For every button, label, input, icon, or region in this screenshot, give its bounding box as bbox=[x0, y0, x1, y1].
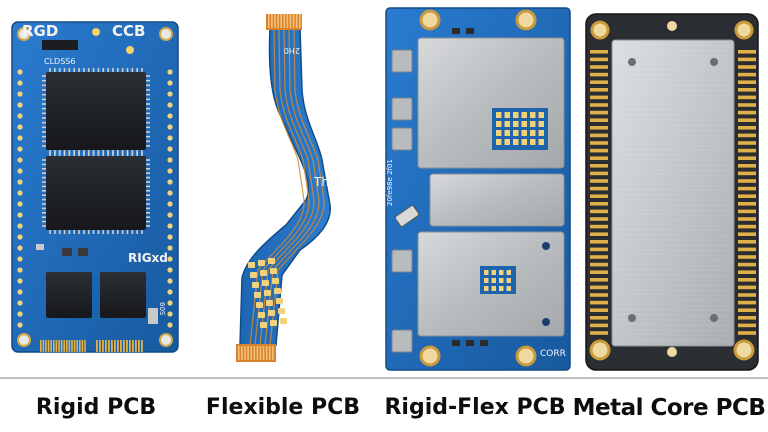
flexible-pad-grid bbox=[248, 258, 287, 328]
caption-rigid-flex-pcb: Rigid-Flex PCB bbox=[384, 395, 566, 420]
rigid-flex-chip-bottom bbox=[480, 266, 516, 294]
rigid-gold-fingers bbox=[40, 340, 143, 352]
rigid-flex-side-components bbox=[391, 28, 488, 353]
caption-flexible-pcb: Flexible PCB bbox=[205, 395, 361, 420]
rigid-pcb-board: RGD CCB CLDSS6 RIGxd 60S bbox=[11, 21, 179, 353]
rigid-chip-secondary bbox=[46, 156, 146, 230]
metal-core-pcb-board bbox=[585, 13, 759, 371]
caption-rigid-pcb: Rigid PCB bbox=[35, 395, 157, 420]
flexible-label-top: 2H0 bbox=[284, 46, 300, 55]
flexible-bottom-connector bbox=[236, 344, 276, 362]
rigid-flex-pcb-board: 20fe98e 2f01 CORR bbox=[385, 7, 571, 371]
rigid-header-pins bbox=[17, 69, 173, 328]
rigid-mount-holes bbox=[17, 27, 173, 347]
rigid-flex-label-vertical: 20fe98e 2f01 bbox=[386, 159, 394, 206]
rigid-label-rgd: RGD bbox=[22, 22, 58, 40]
rigid-label-right: RIGxd bbox=[128, 251, 168, 265]
rigid-top-connector bbox=[42, 40, 78, 50]
rigid-chip-small-right bbox=[100, 272, 146, 318]
rigid-flex-capacitor bbox=[394, 205, 420, 227]
rigid-label-small: CLDSS6 bbox=[44, 57, 75, 66]
rigid-chip-main bbox=[46, 72, 146, 150]
metal-core-screws bbox=[628, 58, 718, 322]
metal-core-gold-edge-fingers bbox=[590, 50, 756, 335]
rigid-chip-small-left bbox=[46, 272, 92, 318]
rigid-label-ccb: CCB bbox=[112, 22, 145, 40]
rigid-label-vertical: 60S bbox=[158, 302, 166, 316]
rigid-chip-pins bbox=[42, 68, 150, 234]
caption-metal-core-pcb: Metal Core PCB bbox=[572, 395, 766, 421]
rigid-flex-label-corner: CORR bbox=[540, 349, 566, 359]
rigid-flex-chip-top bbox=[492, 108, 548, 150]
metal-core-mount-holes bbox=[589, 20, 755, 361]
flexible-top-connector bbox=[266, 14, 302, 30]
metal-core-brushed-texture bbox=[613, 43, 733, 342]
rigid-flex-shield-middle bbox=[429, 173, 565, 227]
flexible-pcb-board: Thin 2H0 bbox=[236, 14, 340, 362]
flexible-label-thin: Thin bbox=[313, 175, 340, 189]
rigid-flex-mount-holes bbox=[419, 9, 537, 367]
flexible-traces bbox=[249, 29, 325, 346]
